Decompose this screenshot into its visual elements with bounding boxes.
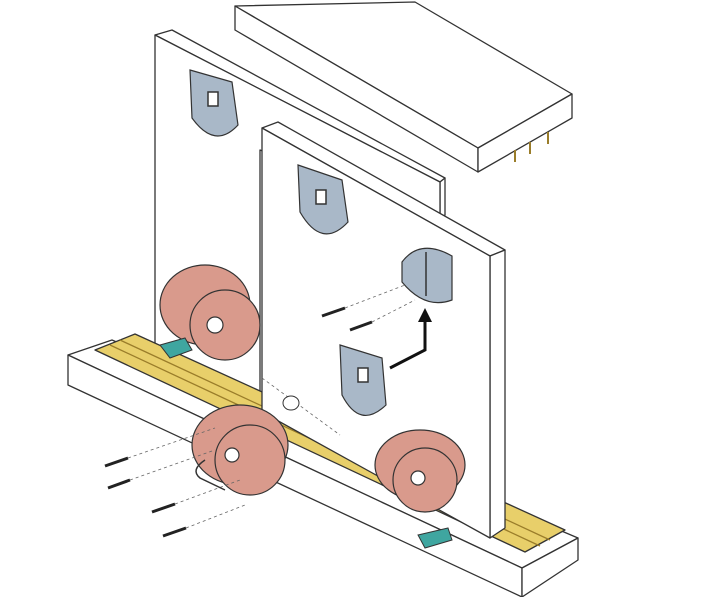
- assembly-arrow-icon: [389, 308, 432, 370]
- roller-back: [159, 264, 261, 361]
- washer: [282, 395, 300, 411]
- bracket-front-mount: [401, 247, 453, 304]
- spring-clip: [195, 459, 226, 491]
- top-rail: [234, 1, 573, 173]
- screws: [104, 306, 373, 538]
- roller-front-right: [374, 429, 466, 513]
- track-clip-front: [417, 527, 453, 549]
- top-rail-guides: [514, 132, 549, 162]
- track-clip-back: [159, 337, 193, 359]
- roller-front-left: [191, 404, 289, 496]
